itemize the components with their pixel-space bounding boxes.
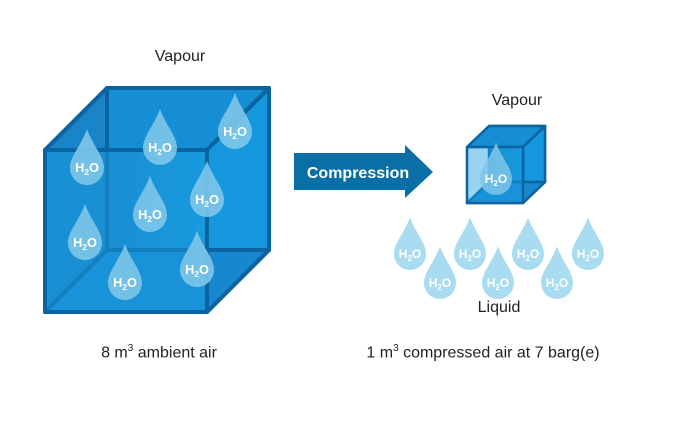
- water-drop: H2O: [180, 230, 214, 287]
- drop-shape: [180, 230, 214, 287]
- water-drop: H2O: [218, 92, 252, 149]
- water-drop: H2O: [70, 128, 104, 185]
- water-drop: H2O: [68, 203, 102, 260]
- caption-text: compressed air at 7 barg(e): [398, 344, 600, 362]
- vapour-drops-large: H2O H2O H2O H2O H2O H2O H2O H2O: [68, 92, 252, 300]
- h2o-label: H2O: [577, 247, 599, 263]
- h2o-label: H2O: [517, 247, 539, 263]
- drop-shape: [143, 108, 177, 165]
- h2o-label: H2O: [148, 140, 172, 157]
- liquid-label: Liquid: [477, 299, 521, 316]
- h2o-label: H2O: [487, 276, 509, 292]
- caption-text: 1 m: [366, 344, 394, 362]
- water-drop: H2O: [424, 246, 456, 299]
- left-caption: 8 m3 ambient air: [101, 343, 217, 362]
- h2o-label: H2O: [185, 262, 209, 279]
- water-drop: H2O: [541, 246, 573, 299]
- h2o-label: H2O: [546, 276, 568, 292]
- water-drop: H2O: [480, 142, 512, 195]
- h2o-label: H2O: [429, 276, 451, 292]
- drop-shape: [424, 246, 456, 299]
- h2o-label: H2O: [195, 192, 219, 209]
- drop-shape: [190, 160, 224, 217]
- drop-shape: [218, 92, 252, 149]
- drop-shape: [480, 142, 512, 195]
- left-vapour-title: Vapour: [154, 48, 206, 65]
- caption-text: ambient air: [133, 344, 217, 362]
- h2o-label: H2O: [399, 247, 421, 263]
- water-drop: H2O: [454, 217, 486, 270]
- water-drop: H2O: [190, 160, 224, 217]
- h2o-label: H2O: [138, 207, 162, 224]
- compression-label: Compression: [307, 165, 409, 182]
- drop-shape: [454, 217, 486, 270]
- caption-text: 8 m: [101, 344, 128, 362]
- h2o-label: H2O: [75, 160, 99, 177]
- h2o-label: H2O: [73, 235, 97, 252]
- drop-shape: [70, 128, 104, 185]
- water-drop: H2O: [143, 108, 177, 165]
- drop-shape: [541, 246, 573, 299]
- liquid-drops: H2O H2O H2O H2O H2O H2O H2O: [394, 217, 604, 299]
- drop-shape: [133, 175, 167, 232]
- drop-shape: [572, 217, 604, 270]
- drop-shape: [482, 246, 514, 299]
- water-drop: H2O: [108, 243, 142, 300]
- right-vapour-title: Vapour: [491, 92, 543, 109]
- right-caption: 1 m3 compressed air at 7 barg(e): [366, 343, 599, 362]
- drop-shape: [68, 203, 102, 260]
- water-drop: H2O: [133, 175, 167, 232]
- water-drop: H2O: [482, 246, 514, 299]
- h2o-label: H2O: [459, 247, 481, 263]
- h2o-label: H2O: [223, 124, 247, 141]
- water-drop: H2O: [512, 217, 544, 270]
- vapour-drop-small: H2O: [480, 142, 512, 195]
- water-drop: H2O: [572, 217, 604, 270]
- h2o-label: H2O: [113, 275, 137, 292]
- drop-shape: [108, 243, 142, 300]
- h2o-label: H2O: [485, 172, 507, 188]
- compression-arrow: Compression: [294, 145, 433, 198]
- water-drop: H2O: [394, 217, 426, 270]
- drop-shape: [512, 217, 544, 270]
- caption-sup: 3: [127, 343, 134, 354]
- drop-shape: [394, 217, 426, 270]
- caption-sup: 3: [393, 343, 399, 354]
